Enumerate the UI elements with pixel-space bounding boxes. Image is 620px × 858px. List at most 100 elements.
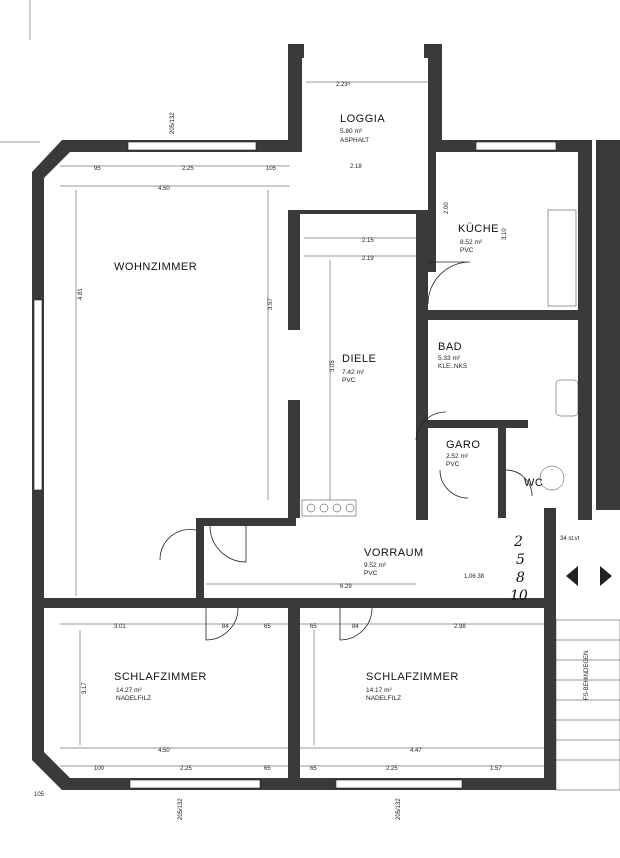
- dim-label: 1.57: [490, 766, 502, 772]
- wall-north-west: [32, 140, 300, 600]
- room-labels: LOGGIA 5.80 m² ASPHALT KÜCHE 8.52 m² PVC…: [114, 113, 543, 702]
- wall-garo-east: [498, 428, 506, 518]
- window-wohn: [127, 141, 257, 151]
- dim-label: 205/132: [178, 798, 184, 820]
- handwritten-number: 5: [516, 552, 525, 568]
- dim-label: 2.25: [180, 766, 192, 772]
- dim-label: 4.50: [158, 748, 170, 754]
- dim-label: 205/132: [170, 112, 176, 134]
- handwritten-notes: 2 5 8 10: [510, 534, 528, 604]
- wall-kitchen-west: [428, 152, 436, 272]
- dim-label: 3.17: [82, 682, 88, 694]
- room-area-schlafzimmer-2: 14.17 m²: [366, 687, 392, 694]
- door-vorraum: [209, 525, 247, 563]
- room-floor-bad: KLE..NKS: [438, 363, 468, 370]
- dim-label: 4.81: [78, 288, 84, 300]
- fixture-circle: [306, 503, 316, 513]
- dim-label: 3.05: [330, 360, 336, 372]
- door-garo: [439, 469, 469, 499]
- room-name-diele: DIELE: [342, 353, 376, 365]
- wall-loggia-right: [428, 48, 442, 152]
- room-name-schlafzimmer-2: SCHLAFZIMMER: [366, 671, 459, 683]
- window-west: [33, 299, 43, 491]
- window-kueche: [475, 141, 557, 151]
- dim-label: 3.01: [114, 624, 126, 630]
- wall-diele-left-upper: [288, 210, 300, 330]
- stair-outline: [555, 619, 620, 791]
- handwritten-number: 10: [510, 588, 528, 604]
- room-area-kueche: 8.52 m²: [460, 239, 483, 246]
- wall-vorraum-west: [196, 518, 204, 598]
- wall-south-west: [32, 600, 290, 790]
- dim-label: 4.50: [158, 186, 170, 192]
- dim-label: 2.00: [444, 202, 450, 214]
- room-floor-kueche: PVC: [460, 247, 474, 254]
- window-schlaf2: [335, 779, 463, 789]
- wardrobe: [301, 499, 357, 517]
- dim-label: 3.57: [268, 298, 274, 310]
- door-wohn: [159, 529, 197, 561]
- fixtures: [301, 209, 579, 517]
- wall-east: [578, 140, 592, 520]
- doors: [159, 261, 533, 641]
- dim-label: 65: [264, 766, 271, 772]
- room-area-vorraum: 9.52 m²: [364, 562, 387, 569]
- dim-label: 1.06 38: [464, 574, 485, 580]
- dimension-labels: 2.23⁵ 95 2.25 105 4.50 2.18 2.15 2.19 6.…: [34, 81, 580, 798]
- dimension-lines: [60, 81, 544, 767]
- fixture-circle: [332, 503, 342, 513]
- room-name-wc: WC: [524, 477, 543, 489]
- dim-label: 84: [222, 624, 229, 630]
- staircase: [555, 140, 620, 791]
- wall-kitchen-south: [428, 310, 578, 320]
- room-name-schlafzimmer-1: SCHLAFZIMMER: [114, 671, 207, 683]
- dimension-labels-vertical: 4.81 3.57 3.05 3.10 2.00 3.17 205/132 20…: [78, 112, 590, 820]
- stair-note: 34 st.vt: [560, 536, 580, 542]
- dim-label: 84: [352, 624, 359, 630]
- dim-label: FS-BEHINDEGEN: [584, 651, 590, 700]
- room-name-vorraum: VORRAUM: [364, 547, 424, 559]
- wall-diele-left-lower: [288, 400, 300, 518]
- wall-east-lower: [544, 508, 556, 790]
- dim-label: 4.47: [410, 748, 422, 754]
- room-area-bad: 5.33 m²: [438, 355, 461, 362]
- room-area-garo: 2.52 m²: [446, 453, 469, 460]
- door-schlaf2: [339, 607, 373, 641]
- door-wc: [505, 469, 533, 497]
- dim-label: 65: [310, 766, 317, 772]
- dim-label: 3.10: [502, 228, 508, 240]
- room-floor-schlafzimmer-2: NADELFILZ: [366, 695, 401, 702]
- fixture-circle: [319, 503, 329, 513]
- fixture-circle: [345, 503, 355, 513]
- room-name-kueche: KÜCHE: [458, 223, 499, 235]
- door-kueche: [427, 261, 471, 305]
- window-schlaf1: [129, 779, 261, 789]
- room-floor-vorraum: PVC: [364, 570, 378, 577]
- room-name-bad: BAD: [438, 341, 462, 353]
- wall-bedroom-divider: [288, 608, 300, 790]
- neighbor-wall: [596, 140, 620, 510]
- handwritten-number: 8: [516, 570, 525, 586]
- wall-loggia-left: [288, 48, 302, 152]
- dim-label: 205/132: [396, 798, 402, 820]
- dim-label: 65: [310, 624, 317, 630]
- dim-label: 105: [34, 792, 45, 798]
- wall-bad-south: [428, 420, 528, 428]
- room-floor-diele: PVC: [342, 377, 356, 384]
- arrow-left-icon: [566, 566, 578, 586]
- dim-label: 65: [264, 624, 271, 630]
- handwritten-number: 2: [513, 534, 523, 550]
- dim-label: 2.23⁵: [336, 81, 351, 88]
- dim-label: 2.15: [362, 238, 374, 244]
- room-area-loggia: 5.80 m²: [340, 128, 363, 135]
- door-schlaf1: [205, 607, 239, 641]
- dim-label: 2.25: [182, 166, 194, 172]
- door-bad: [415, 411, 447, 441]
- wall-diele-top: [288, 210, 428, 214]
- dim-label: 2.25: [386, 766, 398, 772]
- room-name-loggia: LOGGIA: [340, 113, 385, 125]
- windows: [33, 141, 557, 789]
- kitchen-counter: [547, 209, 577, 307]
- dim-label: 95: [94, 166, 101, 172]
